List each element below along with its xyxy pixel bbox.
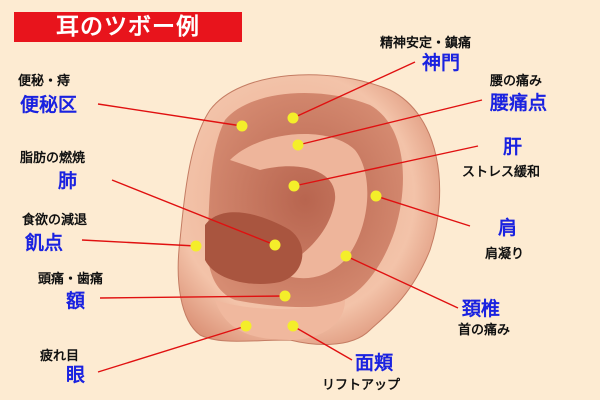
leader-line <box>99 295 286 299</box>
point-name: 肝 <box>503 136 523 158</box>
leader-line <box>97 325 247 373</box>
leader-line <box>97 103 243 127</box>
acupoint-dot <box>370 190 382 202</box>
leader-line <box>292 325 353 361</box>
acupoint-dot <box>292 139 304 151</box>
leader-line <box>345 255 459 309</box>
effect-label: 疲れ目 <box>40 349 80 364</box>
effect-label: 便秘・痔 <box>18 74 71 89</box>
effect-label: リフトアップ <box>322 378 401 393</box>
effect-label: 食欲の減退 <box>22 213 88 228</box>
concha <box>205 212 303 284</box>
point-name: 面頬 <box>355 352 394 374</box>
leader-line <box>111 179 276 246</box>
leader-line <box>292 61 416 119</box>
acupoint-dot <box>340 250 352 262</box>
leader-line <box>81 239 197 247</box>
point-name: 便秘区 <box>20 94 78 116</box>
effect-label: 腰の痛み <box>490 74 543 89</box>
acupoint-dot <box>279 290 291 302</box>
acupoint-dot <box>236 120 248 132</box>
effect-label: 首の痛み <box>458 323 511 338</box>
acupoint-dot <box>269 239 281 251</box>
leader-line <box>293 145 479 187</box>
leader-line <box>375 195 471 227</box>
acupoint-dot <box>287 320 299 332</box>
acupoint-dot <box>240 320 252 332</box>
acupoint-dot <box>190 240 202 252</box>
point-name: 頚椎 <box>462 298 501 320</box>
page-title: 耳のツボー例 <box>14 12 242 42</box>
antihelix <box>230 133 368 279</box>
point-name: 肺 <box>58 170 78 192</box>
point-name: 眼 <box>66 364 86 386</box>
effect-label: 精神安定・鎮痛 <box>380 36 472 51</box>
leader-line <box>297 99 483 146</box>
effect-label: ストレス緩和 <box>462 165 541 180</box>
acupoint-dot <box>288 180 300 192</box>
point-name: 飢点 <box>25 232 64 254</box>
acupoint-dot <box>287 112 299 124</box>
point-name: 肩 <box>498 217 518 239</box>
effect-label: 肩凝り <box>485 247 525 262</box>
effect-label: 頭痛・歯痛 <box>38 272 104 287</box>
effect-label: 脂肪の燃焼 <box>20 151 86 166</box>
point-name: 神門 <box>422 52 461 74</box>
point-name: 腰痛点 <box>490 92 548 114</box>
point-name: 額 <box>66 290 86 312</box>
